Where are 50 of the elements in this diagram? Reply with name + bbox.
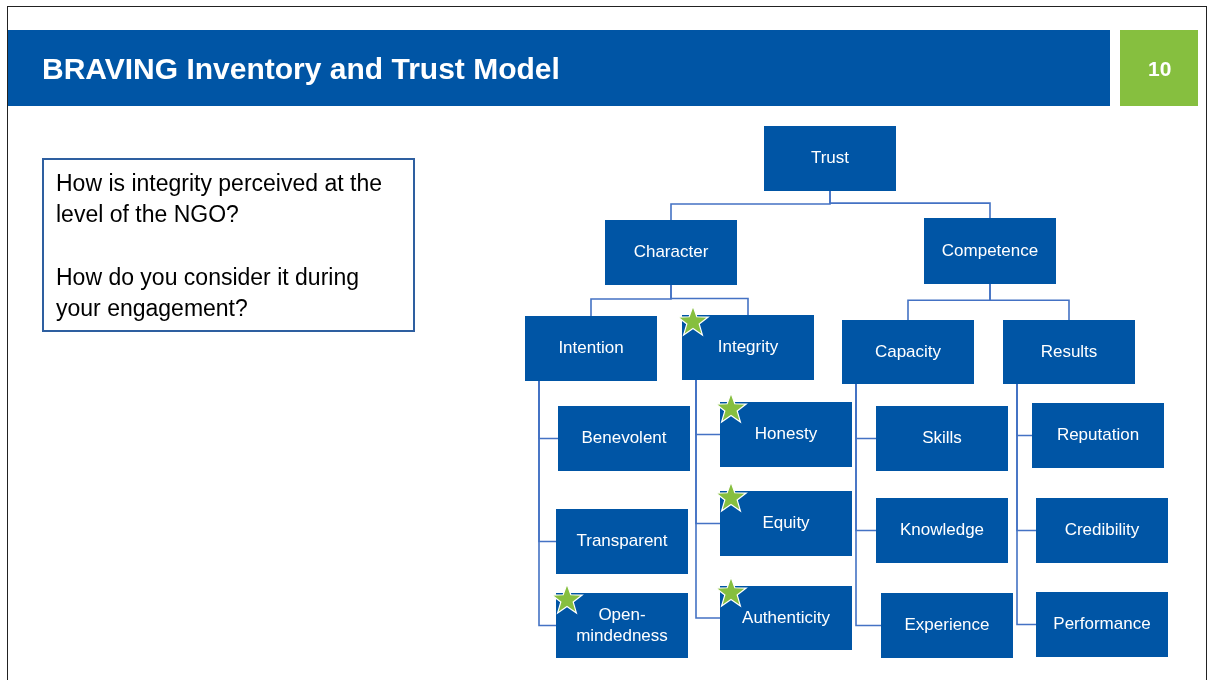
slide-title: BRAVING Inventory and Trust Model	[42, 52, 560, 86]
concept-box	[764, 126, 896, 191]
concept-box	[924, 218, 1056, 284]
concept-label: Character	[633, 242, 709, 263]
concept-box	[1036, 498, 1168, 563]
concept-box	[558, 406, 690, 471]
concept-box	[1032, 403, 1164, 468]
connector-line	[695, 379, 721, 619]
page-number: 10	[1148, 57, 1172, 81]
concept-box	[682, 315, 814, 380]
concept-box	[720, 402, 852, 467]
concept-box	[881, 593, 1013, 658]
question-text: How is integrity perceived at the level of the NGO?	[56, 169, 383, 230]
concept-box	[605, 220, 737, 285]
concept-label: Honesty	[754, 424, 818, 445]
concept-box	[876, 498, 1008, 563]
concept-label: Credibility	[1064, 520, 1140, 541]
concept-box	[720, 586, 852, 650]
concept-box	[1003, 320, 1135, 384]
concept-label: Equity	[762, 513, 810, 534]
concept-label: Trust	[810, 148, 850, 169]
concept-box	[556, 509, 688, 574]
concept-label: Authenticity	[742, 607, 830, 629]
concept-label: Integrity	[717, 337, 779, 358]
connector-line	[538, 380, 557, 627]
concept-label: Benevolent	[581, 428, 667, 449]
concept-box	[842, 320, 974, 384]
concept-box	[556, 593, 688, 658]
concept-label: Knowledge	[899, 520, 985, 541]
connector-line	[1016, 383, 1037, 626]
concept-label: Capacity	[874, 341, 942, 363]
connector-line	[829, 190, 991, 219]
concept-label: Results	[1040, 341, 1098, 363]
connector-line	[670, 284, 749, 316]
question-text: How do you consider it during your engagement?	[56, 262, 360, 323]
concept-box	[876, 406, 1008, 471]
concept-box	[720, 491, 852, 556]
concept-label: Experience	[904, 615, 990, 636]
concept-label: Intention	[558, 338, 624, 359]
concept-label: Skills	[922, 428, 962, 449]
concept-label: Open-mindedness	[575, 605, 669, 646]
connector-line	[855, 383, 882, 627]
concept-label: Reputation	[1056, 425, 1140, 446]
concept-label: Transparent	[576, 531, 668, 552]
concept-box	[1036, 592, 1168, 657]
question-box	[42, 158, 415, 332]
concept-label: Competence	[941, 240, 1039, 262]
concept-label: Performance	[1053, 614, 1151, 635]
concept-box	[525, 316, 657, 381]
connector-line	[989, 283, 1070, 321]
